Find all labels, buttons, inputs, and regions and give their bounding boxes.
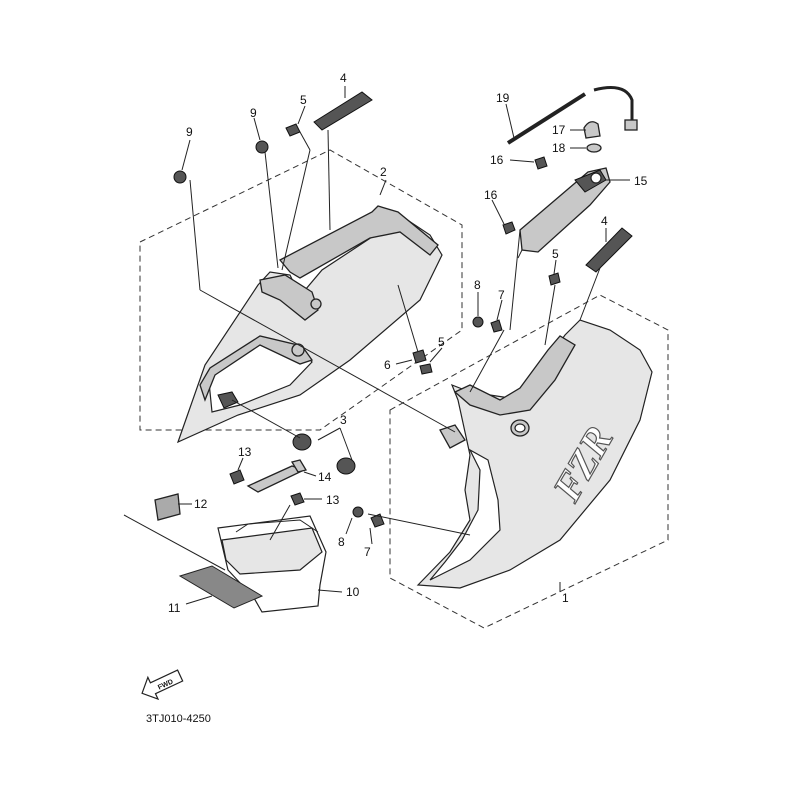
callout-8-top: 8 (474, 278, 481, 292)
screws-and-grommets (173, 123, 561, 528)
callout-4-left: 4 (340, 71, 347, 85)
callout-17: 17 (552, 123, 566, 137)
mat-11 (178, 565, 264, 609)
callout-7-bottom: 7 (364, 545, 371, 559)
hose-19 (506, 86, 638, 145)
callout-10: 10 (346, 585, 360, 599)
callout-14: 14 (318, 470, 332, 484)
forward-arrow-icon: FWD (141, 669, 184, 701)
callout-18: 18 (552, 141, 566, 155)
callout-9-left: 9 (186, 125, 193, 139)
assembly-box-left-cover (139, 149, 463, 431)
assembly-box-right-cover (389, 294, 669, 629)
callout-9-right: 9 (250, 106, 257, 120)
callout-15: 15 (634, 174, 648, 188)
callout-6: 6 (384, 358, 391, 372)
callout-1: 1 (562, 591, 569, 605)
callout-13-top: 13 (238, 445, 252, 459)
callout-2: 2 (380, 165, 387, 179)
strap-14 (246, 459, 308, 493)
callout-11: 11 (168, 601, 181, 615)
bracket-15 (517, 167, 611, 259)
diagram-reference-code: 3TJ010-4250 (146, 713, 211, 725)
callout-5-mid: 5 (438, 335, 445, 349)
callout-7-top: 7 (498, 288, 505, 302)
trim-strip-4-right (585, 227, 633, 273)
callout-19: 19 (496, 91, 510, 105)
callout-4-right: 4 (601, 214, 608, 228)
callouts: 1 2 3 4 4 5 5 5 6 7 7 8 8 9 9 10 11 (168, 71, 648, 615)
callout-5-top: 5 (300, 93, 307, 107)
callout-5-right: 5 (552, 247, 559, 261)
callout-13-bottom: 13 (326, 493, 340, 507)
pad-12 (154, 493, 181, 521)
leader-lines (123, 129, 601, 571)
callout-12: 12 (194, 497, 208, 511)
callout-3: 3 (340, 413, 347, 427)
callout-16-top: 16 (490, 153, 504, 167)
callout-8-bottom: 8 (338, 535, 345, 549)
cap-17 (583, 121, 601, 139)
left-side-cover (176, 205, 443, 444)
trim-strip-4-left (313, 91, 373, 131)
callout-16-bottom: 16 (484, 188, 498, 202)
right-side-cover: FZR (416, 319, 653, 589)
washer-18 (586, 143, 602, 153)
